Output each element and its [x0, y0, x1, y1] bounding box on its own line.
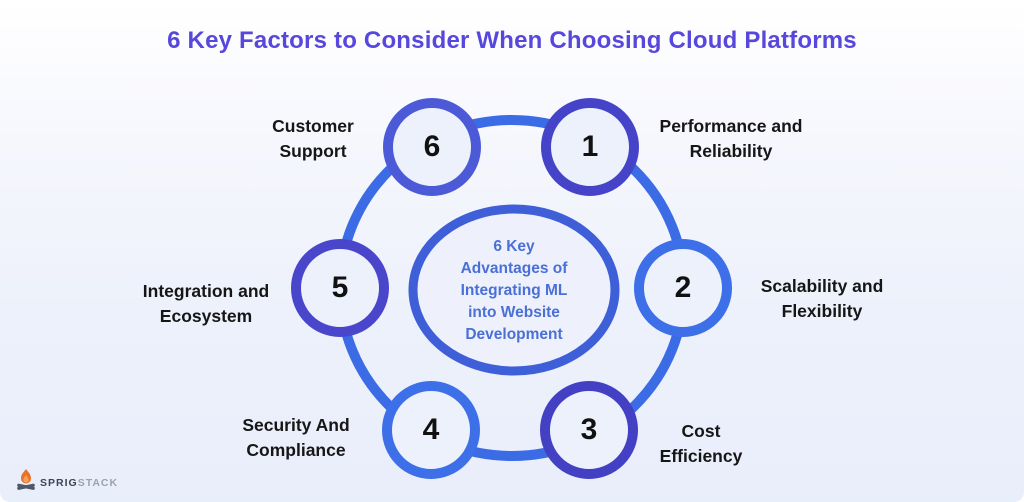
node-circle-6 [383, 98, 481, 196]
node-circle-3 [540, 381, 638, 479]
logo: SPRIGSTACK [16, 468, 118, 492]
node-label-customer: Customer Support [272, 116, 354, 161]
node-number-6: 6 [423, 130, 441, 163]
page-title: 6 Key Factors to Consider When Choosing … [167, 27, 857, 54]
node-number-5: 5 [331, 271, 349, 304]
node-number-3: 3 [580, 413, 598, 446]
node-label-integration: Integration and Ecosystem [142, 281, 270, 326]
node-circle-5 [291, 239, 389, 337]
node-label-security: Security And Compliance [242, 415, 350, 460]
node-number-1: 1 [581, 130, 599, 163]
node-circle-1 [541, 98, 639, 196]
node-number-2: 2 [674, 271, 692, 304]
node-circle-4 [382, 381, 480, 479]
logo-wordmark: SPRIGSTACK [40, 477, 118, 492]
center-text: 6 Key Advantages of Integrating ML into … [460, 238, 568, 343]
node-label-scalability: Scalability and Flexibility [760, 276, 884, 321]
center-ellipse [408, 204, 620, 376]
campfire-icon [17, 469, 35, 490]
node-label-performance: Performance and Reliability [659, 116, 803, 161]
node-number-4: 4 [422, 413, 440, 446]
logo-text-stack: STACK [77, 477, 119, 489]
node-label-cost: Cost Efficiency [659, 421, 743, 466]
node-circle-2 [634, 239, 732, 337]
logo-text-sprig: SPRIG [40, 477, 78, 489]
